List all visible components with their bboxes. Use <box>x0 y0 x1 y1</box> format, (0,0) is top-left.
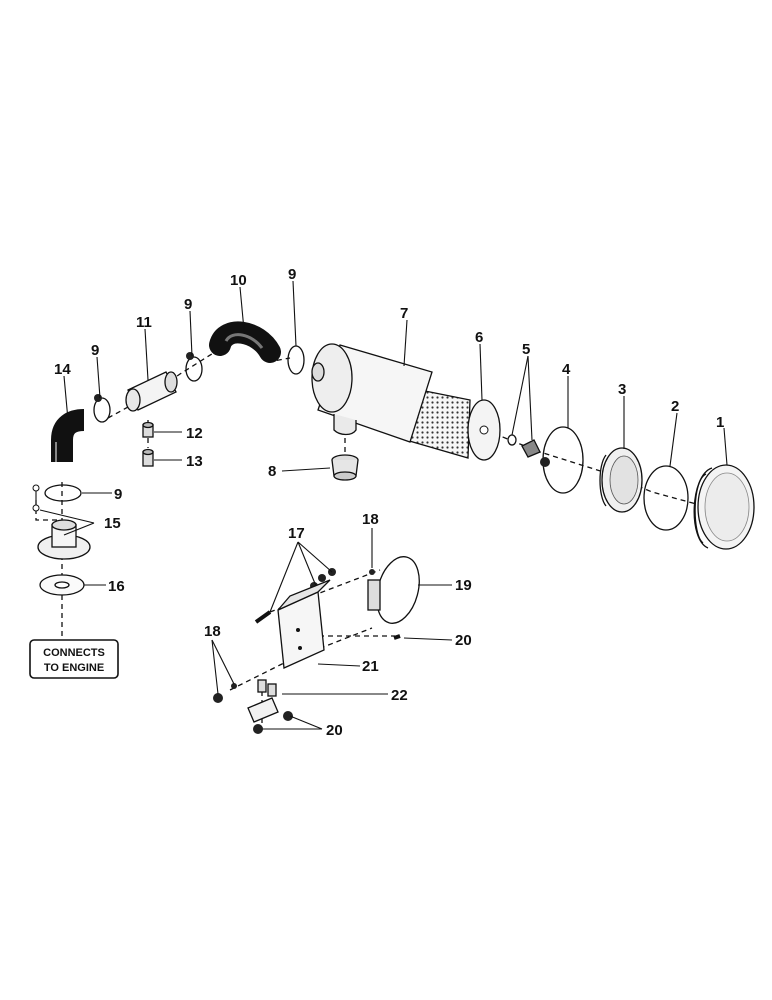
callout-10: 10 <box>230 272 247 289</box>
callout-8: 8 <box>268 463 276 480</box>
part-9-hose-clamps <box>44 345 305 502</box>
part-8-dust-valve <box>331 454 359 481</box>
part-10-rubber-elbow <box>209 321 281 363</box>
part-1-cleaner-cap <box>693 464 755 550</box>
callout-20-bottom: 20 <box>326 722 343 739</box>
callout-22: 22 <box>391 687 408 704</box>
callout-1: 1 <box>716 414 724 431</box>
part-14-elbow-hose <box>51 409 85 462</box>
callout-21: 21 <box>362 658 379 675</box>
part-18-nuts <box>213 569 375 703</box>
callout-20-right: 20 <box>455 632 472 649</box>
connects-to-engine-box: CONNECTS TO ENGINE <box>29 639 119 679</box>
callout-9-bottom: 9 <box>114 486 122 503</box>
part-12-fitting <box>142 421 154 438</box>
callout-15: 15 <box>104 515 121 532</box>
callout-17: 17 <box>288 525 305 542</box>
part-11-tube <box>125 371 178 412</box>
callout-7: 7 <box>400 305 408 322</box>
callout-9-mid: 9 <box>184 296 192 313</box>
callout-18-top: 18 <box>362 511 379 528</box>
leader-lines <box>39 280 728 730</box>
part-19-mounting-band <box>367 556 420 624</box>
callout-16: 16 <box>108 578 125 595</box>
part-22-small-bracket <box>247 679 279 723</box>
part-20-bolts <box>253 634 401 734</box>
callout-3: 3 <box>618 381 626 398</box>
part-7-cleaner-body <box>311 343 433 443</box>
part-16-flange-gasket <box>39 574 85 596</box>
callout-14: 14 <box>54 361 71 378</box>
part-3-cover <box>599 447 643 513</box>
part-2-gasket <box>643 465 689 531</box>
callout-9-left: 9 <box>91 342 99 359</box>
note-line-1: CONNECTS <box>43 647 105 659</box>
callout-5: 5 <box>522 341 530 358</box>
callout-9-top: 9 <box>288 266 296 283</box>
callout-19: 19 <box>455 577 472 594</box>
callout-12: 12 <box>186 425 203 442</box>
note-line-2: TO ENGINE <box>44 662 104 674</box>
callout-18-left: 18 <box>204 623 221 640</box>
callout-4: 4 <box>562 361 571 378</box>
part-21-bracket <box>277 579 331 669</box>
part-13-fitting <box>142 448 154 467</box>
callout-labels: 1 2 3 4 5 6 7 8 9 9 9 9 10 11 12 13 14 1… <box>54 266 724 739</box>
part-5-wing-nut-washer <box>507 434 541 458</box>
callout-6: 6 <box>475 329 483 346</box>
part-4-clamp-band <box>540 426 584 494</box>
callout-2: 2 <box>671 398 679 415</box>
callout-11: 11 <box>136 314 152 331</box>
callout-13: 13 <box>186 453 203 470</box>
part-15-adapter-flange <box>32 484 91 560</box>
